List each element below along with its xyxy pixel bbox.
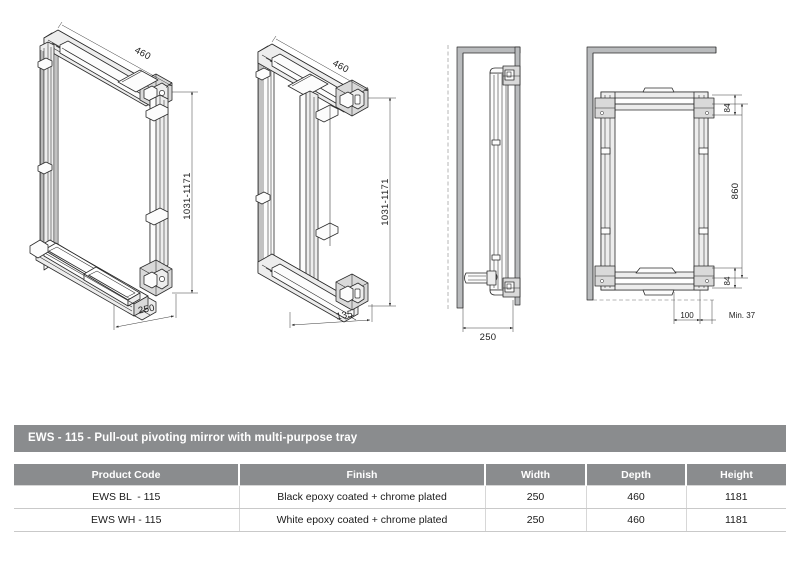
table-header-row: Product Code Finish Width Depth Height [14,464,786,486]
cell-finish: Black epoxy coated + chrome plated [238,485,486,509]
column-header-height: Height [685,464,786,486]
product-spec-table: Product Code Finish Width Depth Height E… [14,464,786,532]
view1-dim-width: 460 [133,45,153,63]
table-row: EWS BL - 115 Black epoxy coated + chrome… [14,485,786,509]
drawings-svg: .ln { stroke:#2b2b2b; stroke-width:0.8; … [29,21,756,343]
cell-product-code: EWS BL - 115 [14,485,240,509]
cell-depth: 460 [585,485,687,509]
view1-dim-height: 1031-1171 [182,172,193,219]
cell-finish: White epoxy coated + chrome plated [238,508,486,532]
drawing-view-4-front-elevation: 84 860 84 100 Min. 37 [586,46,756,324]
view2-dim-depth: 135 [335,309,353,323]
product-title-bar: EWS - 115 - Pull-out pivoting mirror wit… [14,425,786,452]
cell-width: 250 [484,485,587,509]
column-header-depth: Depth [585,464,687,486]
view2-dim-width: 460 [331,58,351,76]
view4-dim-height: 860 [730,183,741,200]
column-header-width: Width [484,464,587,486]
drawing-view-3-side-section: 250 [447,45,521,343]
view1-dim-depth: 250 [137,303,156,317]
table-row: EWS WH - 115 White epoxy coated + chrome… [14,508,786,532]
view3-dim-width: 250 [480,332,497,343]
view4-dim-base-width: 100 [680,311,694,320]
column-header-product-code: Product Code [14,464,240,486]
cell-height: 1181 [685,485,786,509]
view4-dim-bottom: 84 [723,276,732,285]
cell-height: 1181 [685,508,786,532]
view4-dim-top: 84 [723,103,732,112]
product-spec-section: EWS - 115 - Pull-out pivoting mirror wit… [0,425,800,532]
cell-depth: 460 [585,508,687,532]
view4-dim-clearance: Min. 37 [729,311,756,320]
drawing-view-2-isometric-closed: 460 1031-1171 135 [255,35,396,328]
view2-dim-height: 1031-1171 [380,178,391,225]
cell-width: 250 [484,508,587,532]
cell-product-code: EWS WH - 115 [14,508,240,532]
column-header-finish: Finish [238,464,486,486]
technical-drawings-area: .ln { stroke:#2b2b2b; stroke-width:0.8; … [29,21,756,343]
drawing-view-1-isometric-open: 460 1031-1171 250 [29,21,198,330]
